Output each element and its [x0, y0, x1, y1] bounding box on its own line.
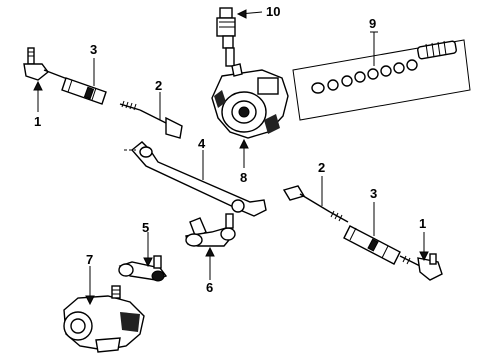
callout-4: 4 — [198, 136, 206, 151]
part-6-idler-arm — [185, 213, 236, 247]
callout-8: 8 — [240, 170, 247, 185]
part-2-inner-tie-rod-left — [119, 100, 183, 139]
arrow-10 — [236, 9, 247, 19]
callout-3a: 3 — [90, 42, 97, 57]
part-4-center-link — [124, 141, 267, 217]
part-1-outer-tie-rod-end-right — [399, 253, 443, 281]
part-3-adjusting-sleeve-right — [343, 225, 401, 265]
part-1-outer-tie-rod-end-left — [23, 47, 71, 81]
part-8-steering-pump — [211, 63, 289, 139]
callout-3b: 3 — [370, 186, 377, 201]
callout-1a: 1 — [34, 114, 41, 129]
callout-1b: 1 — [419, 216, 426, 231]
part-3-adjusting-sleeve-left — [61, 77, 107, 105]
callout-5: 5 — [142, 220, 149, 235]
callout-2a: 2 — [155, 78, 162, 93]
callout-10: 10 — [266, 4, 280, 19]
callout-2b: 2 — [318, 160, 325, 175]
part-7-steering-gear — [63, 285, 145, 353]
part-5-pitman-arm — [118, 255, 168, 282]
callout-6: 6 — [206, 280, 213, 295]
callout-9: 9 — [369, 16, 376, 31]
callout-7: 7 — [86, 252, 93, 267]
part-2-inner-tie-rod-right — [282, 185, 349, 223]
part-9-seal-kit — [292, 39, 471, 121]
part-10-pressure-valve — [216, 7, 236, 67]
